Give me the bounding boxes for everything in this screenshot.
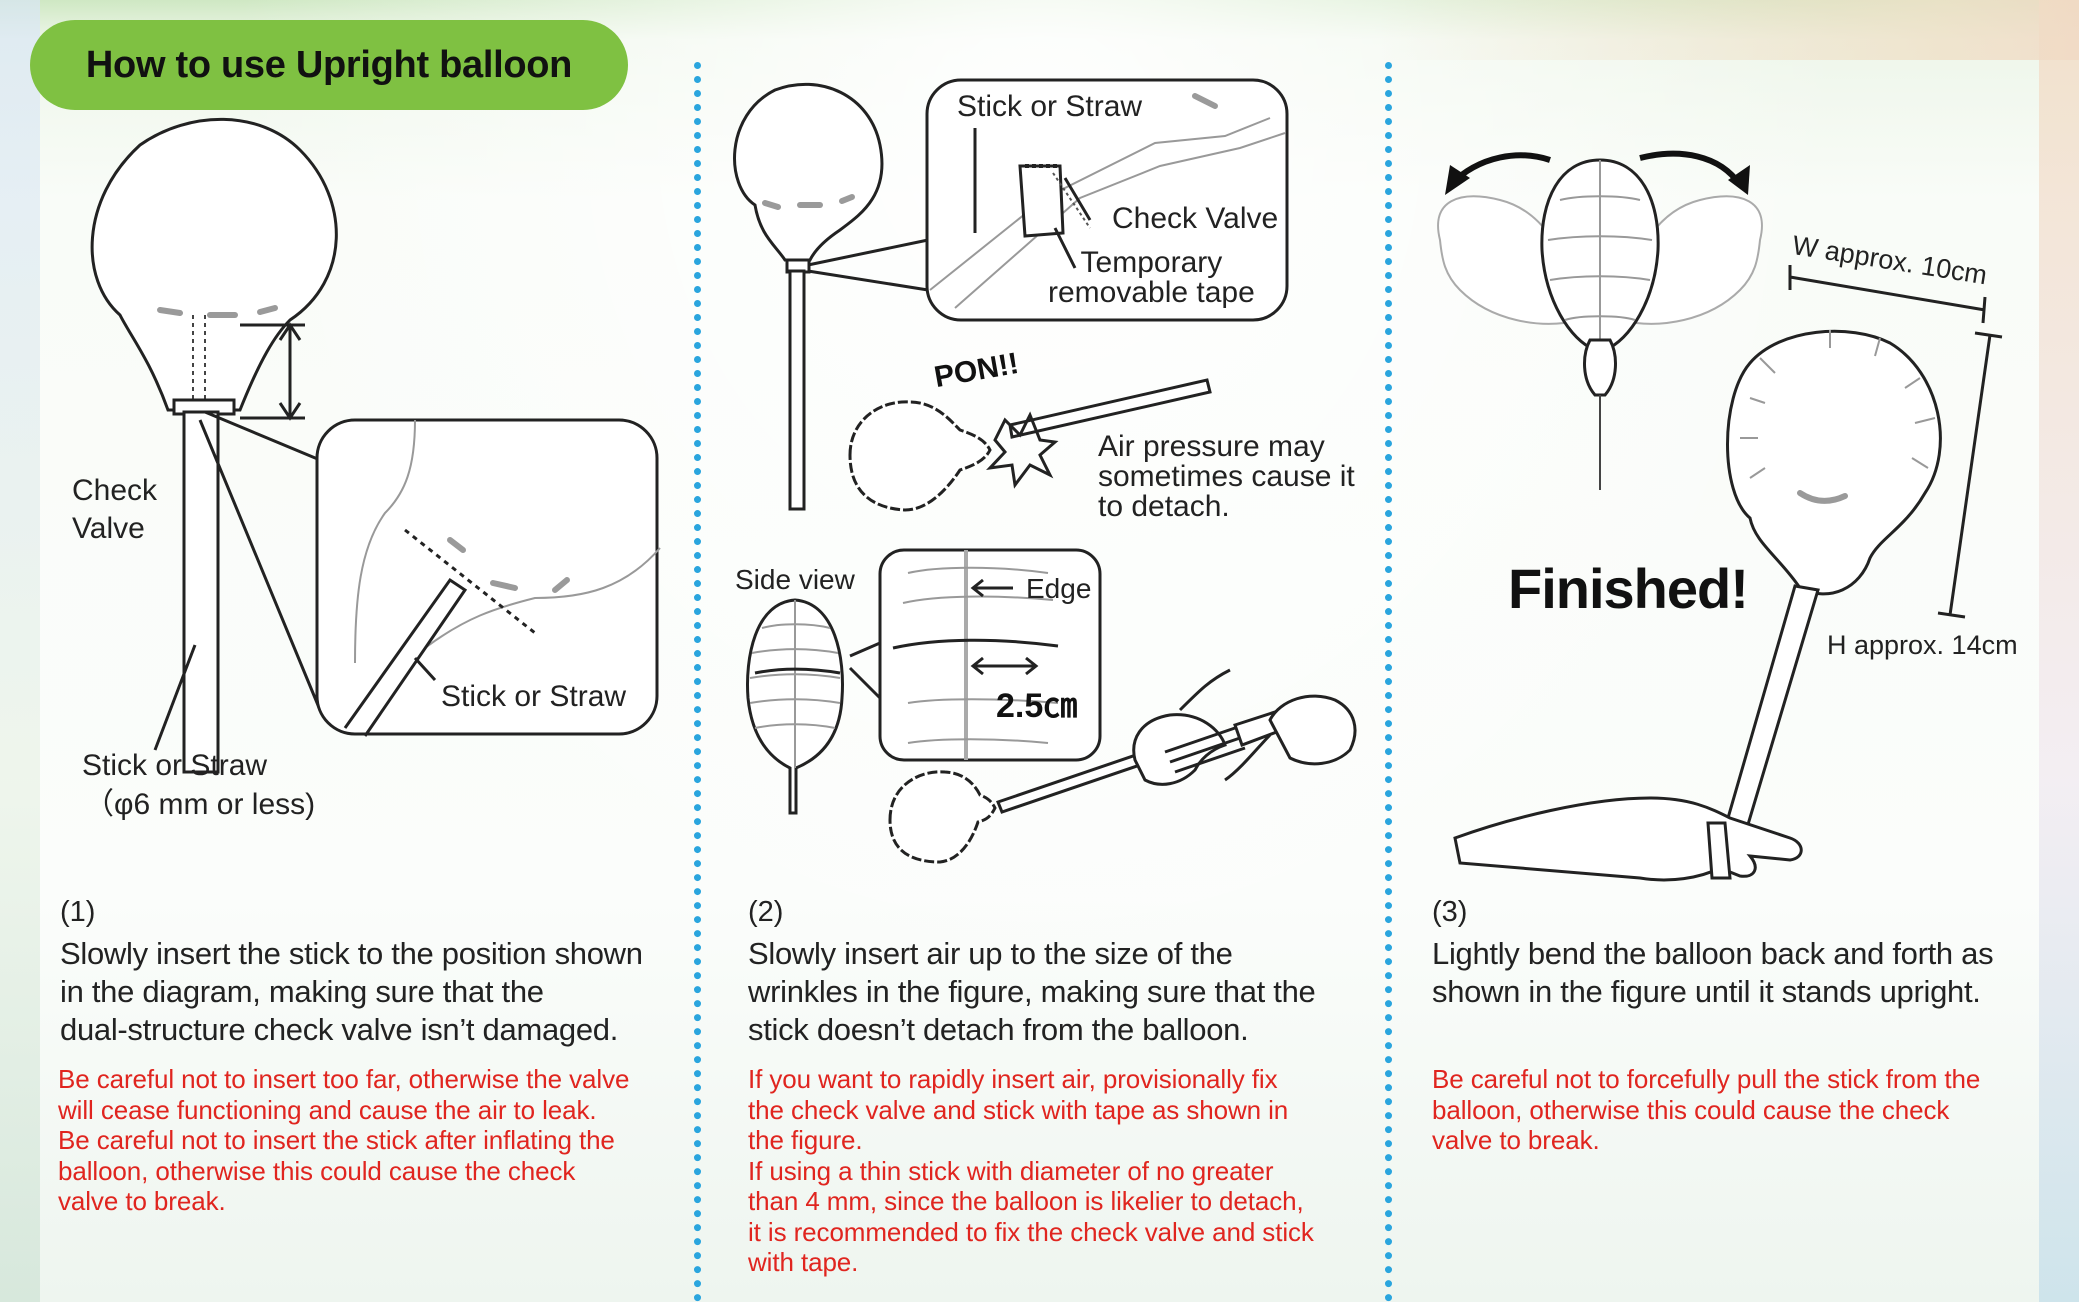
panel1-zoom-box (315, 418, 661, 737)
instruction-line: stick doesn’t detach from the balloon. (748, 1012, 1249, 1047)
panel1-check-valve-label: Check Valve (72, 472, 157, 548)
warning-line: Be careful not to insert too far, otherw… (58, 1064, 630, 1094)
instruction-line: Lightly bend the balloon back and forth … (1432, 936, 1994, 971)
finished-label: Finished! (1508, 557, 1749, 620)
warning-line: Be careful not to forcefully pull the st… (1432, 1064, 1981, 1094)
tape-label-line: removable tape (1048, 276, 1255, 309)
page-title: How to use Upright balloon (85, 43, 573, 86)
warning-line: balloon, otherwise this could cause the … (58, 1155, 576, 1186)
top-right-gradient (1379, 0, 2079, 60)
panel1-balloon-diagram (90, 117, 338, 774)
panel2-tape-label: Temporary removable tape (1048, 248, 1255, 308)
panel1-step-number: (1) (60, 896, 96, 928)
warning-line: If you want to rapidly insert air, provi… (748, 1064, 1278, 1094)
right-edge-gradient (2039, 0, 2079, 1302)
warning-line: balloon, otherwise this could cause the … (1432, 1094, 1950, 1125)
panel3-height-dimension (1937, 331, 2003, 619)
panel2-warning: If you want to rapidly insert air, provi… (748, 1064, 1314, 1278)
panel2-edge-zoom-box (878, 548, 1102, 762)
instruction-line: Slowly insert air up to the size of the (748, 936, 1233, 971)
panel2-step-number: (2) (748, 896, 784, 928)
air-pressure-line: to detach. (1098, 490, 1230, 523)
warning-line: the figure. (748, 1125, 863, 1155)
panel1-stick-size-label: （φ6 mm or less) (84, 788, 316, 821)
panel2-air-pressure-label: Air pressure may sometimes cause it to d… (1098, 432, 1355, 522)
panel3-bending-balloon-diagram (1437, 150, 1763, 490)
warning-line: valve to break. (58, 1186, 226, 1216)
panel2-balloon-diagram (733, 82, 929, 511)
instruction-line: shown in the figure until it stands upri… (1432, 974, 1981, 1009)
panel3-finished-balloon-diagram (1453, 329, 1942, 882)
panel3-step-number: (3) (1432, 896, 1468, 928)
panel2-check-valve-label: Check Valve (1112, 202, 1279, 235)
instruction-line: in the diagram, making sure that the (60, 974, 544, 1009)
warning-line: valve to break. (1432, 1125, 1600, 1155)
panel2-instruction: Slowly insert air up to the size of the … (748, 935, 1316, 1049)
title-banner: How to use Upright balloon (30, 20, 628, 110)
warning-line: the check valve and stick with tape as s… (748, 1094, 1289, 1125)
warning-line: If using a thin stick with diameter of n… (748, 1155, 1274, 1186)
panel2-side-view-diagram (746, 598, 882, 815)
panel3-width-dimension (1788, 265, 1987, 324)
column-divider-2 (1385, 62, 1392, 1302)
panel1-zoom-stick-label: Stick or Straw (441, 680, 627, 713)
warning-line: than 4 mm, since the balloon is likelier… (748, 1186, 1304, 1216)
warning-line: it is recommended to fix the check valve… (748, 1216, 1314, 1247)
panel2-side-view-label: Side view (735, 564, 855, 595)
panel2-stick-label: Stick or Straw (957, 90, 1143, 123)
panel3-warning: Be careful not to forcefully pull the st… (1432, 1064, 1980, 1156)
panel3-instruction: Lightly bend the balloon back and forth … (1432, 935, 1994, 1011)
air-pressure-line: sometimes cause it (1098, 460, 1355, 493)
panel1-warning: Be careful not to insert too far, otherw… (58, 1064, 629, 1217)
panel3-height-label: H approx. 14cm (1827, 630, 2018, 660)
left-edge-gradient (0, 0, 40, 1302)
instruction-line: Slowly insert the stick to the position … (60, 936, 643, 971)
warning-line: with tape. (748, 1247, 859, 1277)
panel2-zoom-box (925, 78, 1289, 322)
column-divider-1 (694, 62, 701, 1302)
warning-line: Be careful not to insert the stick after… (58, 1125, 615, 1155)
warning-line: will cease functioning and cause the air… (58, 1094, 597, 1125)
panel1-stick-label: Stick or Straw (82, 749, 268, 782)
instruction-line: dual-structure check valve isn’t damaged… (60, 1012, 619, 1047)
panel1-instruction: Slowly insert the stick to the position … (60, 935, 643, 1049)
panel2-edge-label: Edge (1026, 573, 1092, 604)
instruction-line: wrinkles in the figure, making sure that… (748, 974, 1316, 1009)
check-valve-label-line: Check (72, 474, 158, 507)
check-valve-label-line: Valve (72, 512, 145, 545)
panel2-size-label: 2.5㎝ (996, 687, 1078, 725)
panel2-pump-diagram (888, 668, 1357, 864)
panel2-detached-balloon (848, 378, 1212, 512)
air-pressure-line: Air pressure may (1098, 430, 1325, 463)
tape-label-line: Temporary (1080, 246, 1223, 279)
